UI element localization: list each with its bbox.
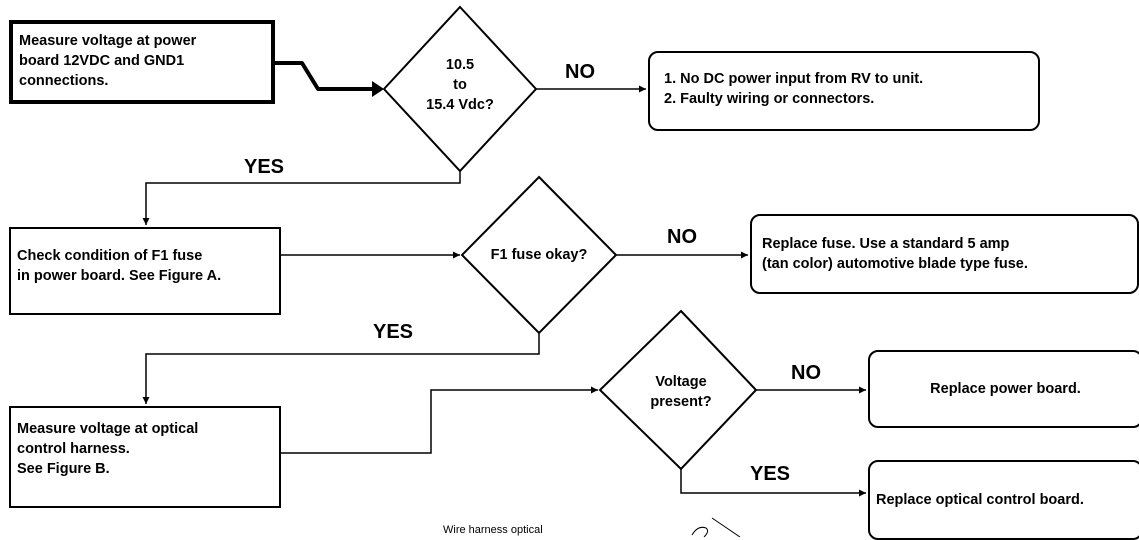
decision-voltage-range-line-1: 10.5	[445, 57, 475, 73]
arrowhead-start	[372, 81, 384, 97]
decision-fuse-ok-line-1: F1 fuse okay?	[490, 247, 588, 263]
figure-sketch-line	[711, 517, 741, 537]
decision-voltage-range-text: 10.5 to 15.4 Vdc?	[405, 55, 515, 115]
measure-optical-text-1: Measure voltage at optical	[17, 421, 199, 437]
measure-power-text-3: connections.	[19, 73, 109, 89]
label-yes-2: YES	[373, 321, 414, 343]
measure-optical-box: Measure voltage at optical control harne…	[9, 406, 281, 508]
replace-fuse-text-2: (tan color) automotive blade type fuse.	[762, 256, 1028, 272]
check-fuse-box: Check condition of F1 fuse in power boar…	[9, 227, 281, 315]
no-dc-result-box: 1. No DC power input from RV to unit. 2.…	[648, 51, 1040, 131]
no-dc-result-text-1: 1. No DC power input from RV to unit.	[664, 71, 924, 87]
replace-optical-board-box: Replace optical control board.	[868, 460, 1139, 540]
replace-power-board-box: Replace power board.	[868, 350, 1139, 428]
label-no-3: NO	[791, 362, 821, 384]
decision-voltage-present-text: Voltage present?	[626, 372, 736, 412]
measure-power-text-1: Measure voltage at power	[19, 33, 197, 49]
connector-yes-3	[680, 469, 866, 497]
replace-fuse-box: Replace fuse. Use a standard 5 amp (tan …	[750, 214, 1139, 294]
decision-voltage-range-line-2: to	[453, 77, 467, 93]
decision-voltage-present-line-1: Voltage	[655, 374, 707, 390]
label-yes-1: YES	[244, 156, 285, 178]
replace-power-board-text: Replace power board.	[930, 381, 1081, 397]
measure-optical-text-2: control harness.	[17, 441, 130, 457]
decision-voltage-range-line-3: 15.4 Vdc?	[426, 97, 494, 113]
decision-voltage-present-line-2: present?	[650, 394, 712, 410]
check-fuse-text-2: in power board. See Figure A.	[17, 268, 222, 284]
decision-fuse-ok-text: F1 fuse okay?	[469, 245, 609, 265]
connector-start-to-voltage-check	[275, 61, 372, 91]
label-no-2: NO	[667, 226, 697, 248]
measure-power-box: Measure voltage at power board 12VDC and…	[9, 20, 275, 104]
figure-sketch	[691, 526, 709, 537]
figure-caption: Wire harness optical	[443, 524, 543, 536]
replace-fuse-text-1: Replace fuse. Use a standard 5 amp	[762, 236, 1010, 252]
connector-yes-1	[142, 171, 461, 225]
connector-yes-2	[142, 333, 540, 404]
replace-optical-board-text: Replace optical control board.	[876, 492, 1084, 508]
measure-optical-text-3: See Figure B.	[17, 461, 110, 477]
check-fuse-text-1: Check condition of F1 fuse	[17, 248, 203, 264]
measure-power-text-2: board 12VDC and GND1	[19, 53, 185, 69]
connector-measure-optical-to-decision	[281, 386, 598, 454]
label-no-1: NO	[565, 61, 595, 83]
no-dc-result-text-2: 2. Faulty wiring or connectors.	[664, 91, 875, 107]
label-yes-3: YES	[750, 463, 791, 485]
